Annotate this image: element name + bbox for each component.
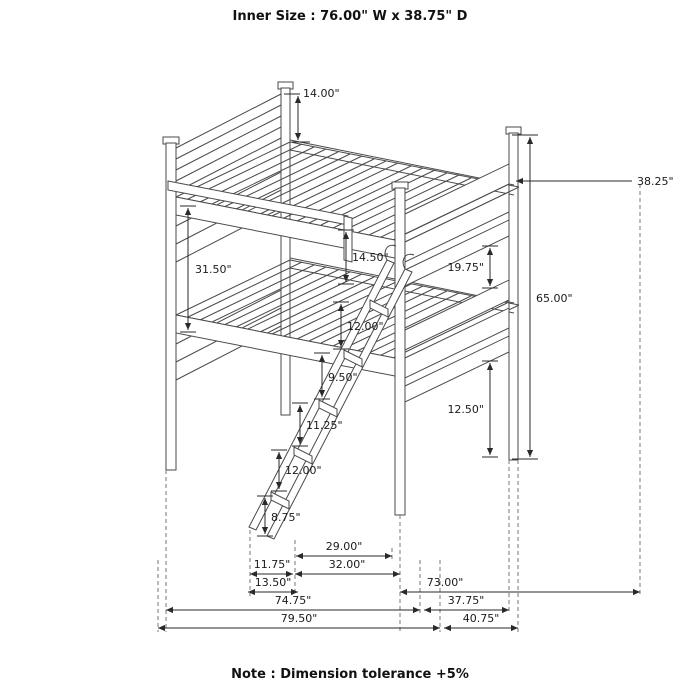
ladder bbox=[248, 244, 415, 540]
dim-left-section: 31.50" bbox=[195, 263, 232, 276]
ladder-rungs bbox=[270, 299, 389, 510]
dim-total-height: 65.00" bbox=[536, 292, 573, 305]
dim-rung-spacing-2: 9.50" bbox=[328, 371, 358, 384]
dim-lower-footboard: 12.50" bbox=[447, 403, 484, 416]
tolerance-note: Note : Dimension tolerance +5% bbox=[231, 667, 469, 682]
ladder-rail-right bbox=[266, 268, 413, 540]
inner-size-title: Inner Size : 76.00" W x 38.75" D bbox=[233, 9, 468, 24]
dim-overall-length: 79.50" bbox=[281, 612, 318, 625]
dim-headboard-height: 14.00" bbox=[303, 87, 340, 100]
dim-inner-depth: 37.75" bbox=[448, 594, 485, 607]
dim-ladder-span: 29.00" bbox=[326, 540, 363, 553]
dim-ladder-offset: 11.75" bbox=[254, 558, 291, 571]
dim-inner-length: 73.00" bbox=[427, 576, 464, 589]
dim-frame-length: 74.75" bbox=[275, 594, 312, 607]
ladder-hooks bbox=[384, 244, 415, 270]
footboard-panels bbox=[404, 163, 510, 403]
dim-rung-spacing-3: 11.25" bbox=[306, 419, 343, 432]
dimension-lines bbox=[158, 93, 640, 632]
dim-rung-spacing-1: 12.00" bbox=[347, 320, 384, 333]
dim-guardrail-height: 14.50" bbox=[352, 251, 389, 264]
headboard-panel bbox=[175, 93, 282, 193]
dim-bunk-gap: 19.75" bbox=[447, 261, 484, 274]
dim-ladder-feet: 13.50" bbox=[255, 576, 292, 589]
bunk-bed-drawing bbox=[162, 81, 522, 540]
front-posts bbox=[162, 136, 409, 516]
headboard-lower-panels bbox=[175, 171, 282, 381]
dim-ladder-reach: 32.00" bbox=[329, 558, 366, 571]
dim-overall-depth: 40.75" bbox=[463, 612, 500, 625]
dim-rung-spacing-4: 12.00" bbox=[285, 464, 322, 477]
dim-rail-depth: 38.25" bbox=[637, 175, 674, 188]
dim-rung-spacing-5: 8.75" bbox=[271, 511, 301, 524]
